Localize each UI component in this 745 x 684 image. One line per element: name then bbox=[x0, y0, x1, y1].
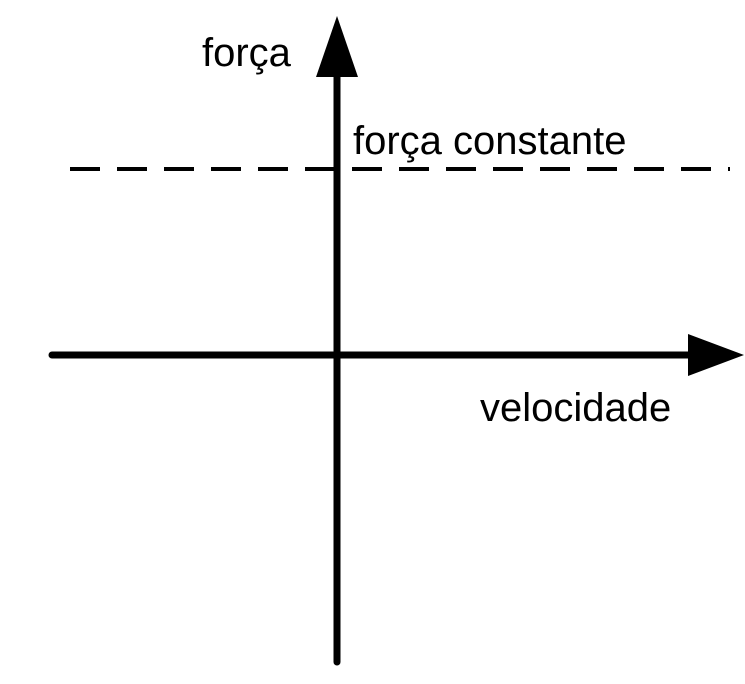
constant-force-label: força constante bbox=[353, 119, 627, 163]
x-axis-arrowhead bbox=[688, 334, 744, 376]
x-axis-label: velocidade bbox=[480, 386, 672, 430]
y-axis-arrowhead bbox=[316, 16, 358, 77]
y-axis-label: força bbox=[202, 31, 291, 75]
